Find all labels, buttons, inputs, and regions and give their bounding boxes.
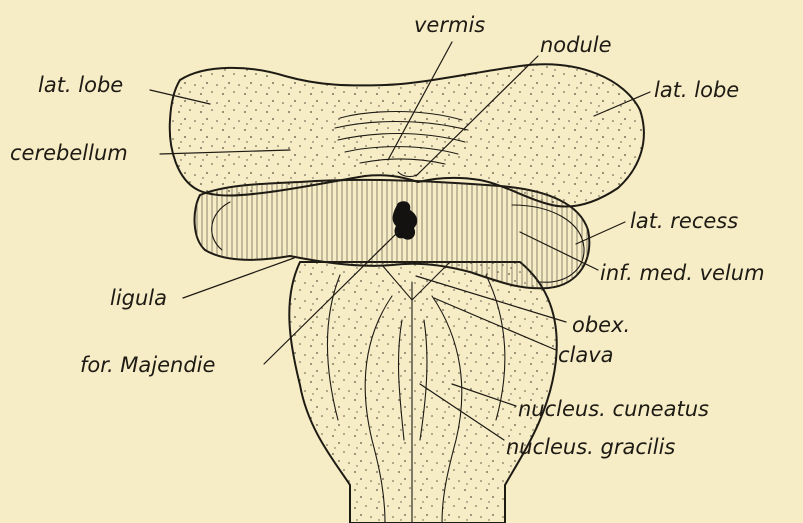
label-cerebellum: cerebellum — [10, 141, 128, 165]
label-lat-lobe-left: lat. lobe — [38, 73, 123, 97]
label-lat-recess: lat. recess — [630, 209, 738, 233]
medulla-stipple — [289, 262, 556, 523]
label-nucleus-gracilis: nucleus. gracilis — [506, 435, 675, 459]
label-lat-lobe-right: lat. lobe — [654, 78, 739, 102]
label-obex: obex. — [572, 313, 630, 337]
medulla — [289, 262, 556, 523]
leader-ligula — [183, 258, 294, 298]
label-vermis: vermis — [414, 13, 485, 37]
label-nodule: nodule — [540, 33, 612, 57]
label-for-majendie: for. Majendie — [80, 353, 215, 377]
label-clava: clava — [558, 343, 614, 367]
label-ligula: ligula — [110, 286, 167, 310]
label-inf-med-velum: inf. med. velum — [600, 261, 765, 285]
label-nucleus-cuneatus: nucleus. cuneatus — [518, 397, 709, 421]
